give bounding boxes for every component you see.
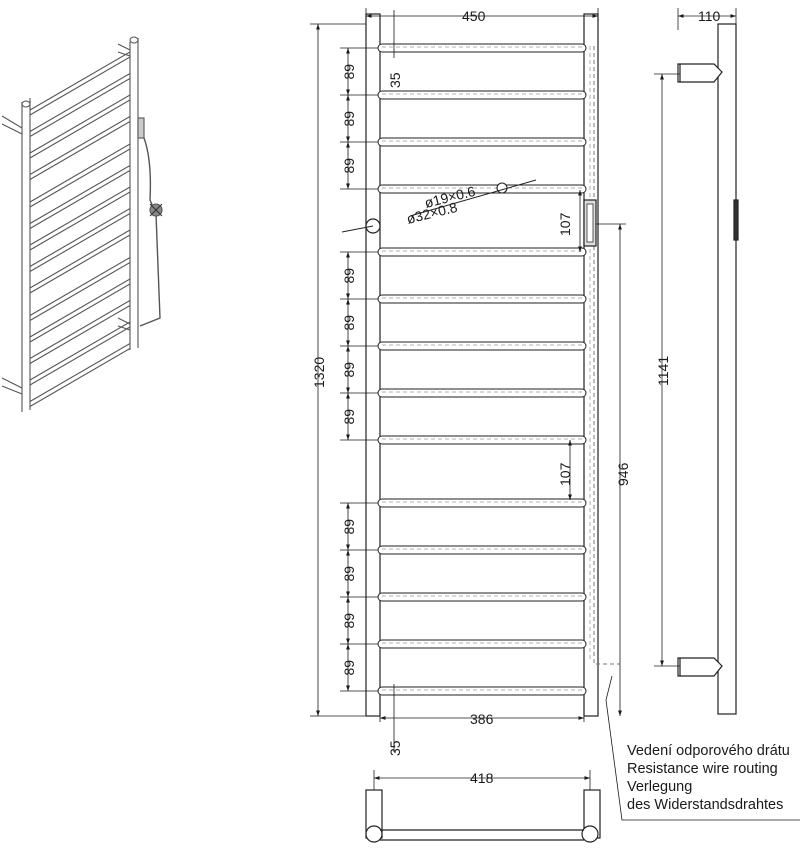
front-bar: [377, 184, 587, 194]
iso-bar: [29, 143, 131, 208]
front-view: [365, 13, 620, 717]
iso-bar: [29, 343, 131, 407]
front-bar: [377, 686, 587, 696]
front-bar: [377, 43, 587, 53]
iso-bar: [29, 229, 131, 294]
iso-bar: [29, 186, 131, 251]
dim-bar-pitch: 89: [341, 268, 357, 284]
legend-de-1: Verlegung: [627, 779, 693, 795]
isometric-view: [1, 36, 163, 412]
iso-bar: [29, 321, 131, 386]
bottom-view: [365, 770, 601, 843]
front-bar: [377, 498, 587, 508]
front-bar: [377, 435, 587, 445]
front-bar: [377, 545, 587, 555]
dim-bottom-width: 418: [470, 770, 494, 786]
front-bar: [377, 247, 587, 257]
dim-bar-pitch: 89: [341, 566, 357, 582]
dim-overall-width: 450: [462, 8, 486, 24]
dim-wire-length: 946: [615, 462, 631, 486]
iso-bar: [29, 73, 131, 137]
iso-bar: [29, 165, 131, 229]
legend-cs: Vedení odporového drátu: [627, 743, 790, 759]
iso-bar: [29, 208, 131, 272]
front-bar: [377, 592, 587, 602]
dim-bar-pitch: 89: [341, 315, 357, 331]
iso-bar: [29, 94, 131, 159]
iso-bar: [29, 257, 131, 321]
front-bar: [377, 639, 587, 649]
iso-bar: [29, 300, 131, 364]
front-bar: [377, 90, 587, 100]
front-bar: [377, 388, 587, 398]
dim-bar-pitch: 89: [341, 64, 357, 80]
dim-bottom-offset: 35: [387, 740, 403, 756]
dim-bar-pitch: 89: [341, 158, 357, 174]
dim-bar-pitch: 89: [341, 409, 357, 425]
dim-overall-height: 1320: [311, 357, 327, 388]
dim-inner-width: 386: [470, 711, 494, 727]
dim-depth: 110: [698, 8, 721, 24]
dim-top-offset: 35: [387, 72, 403, 88]
front-bar: [377, 137, 587, 147]
dim-mount-height: 1141: [655, 356, 671, 386]
dim-bar-pitch: 89: [341, 111, 357, 127]
iso-bar: [29, 51, 131, 116]
iso-bar: [29, 116, 131, 180]
front-bar: [377, 341, 587, 351]
dim-bar-pitch: 89: [341, 660, 357, 676]
dim-group-gap-upper: 107: [557, 212, 573, 236]
wire-routing-legend: Vedení odporového drátu Resistance wire …: [627, 742, 790, 814]
iso-bar: [29, 278, 131, 343]
side-view: [654, 8, 739, 715]
front-bar: [377, 294, 587, 304]
legend-en: Resistance wire routing: [627, 761, 778, 777]
dim-group-gap-lower: 107: [557, 462, 573, 486]
legend-de-2: des Widerstandsdrahtes: [627, 797, 784, 813]
dim-bar-pitch: 89: [341, 519, 357, 535]
front-dimensions: [310, 8, 800, 821]
dim-bar-pitch: 89: [341, 362, 357, 378]
dim-bar-pitch: 89: [341, 613, 357, 629]
